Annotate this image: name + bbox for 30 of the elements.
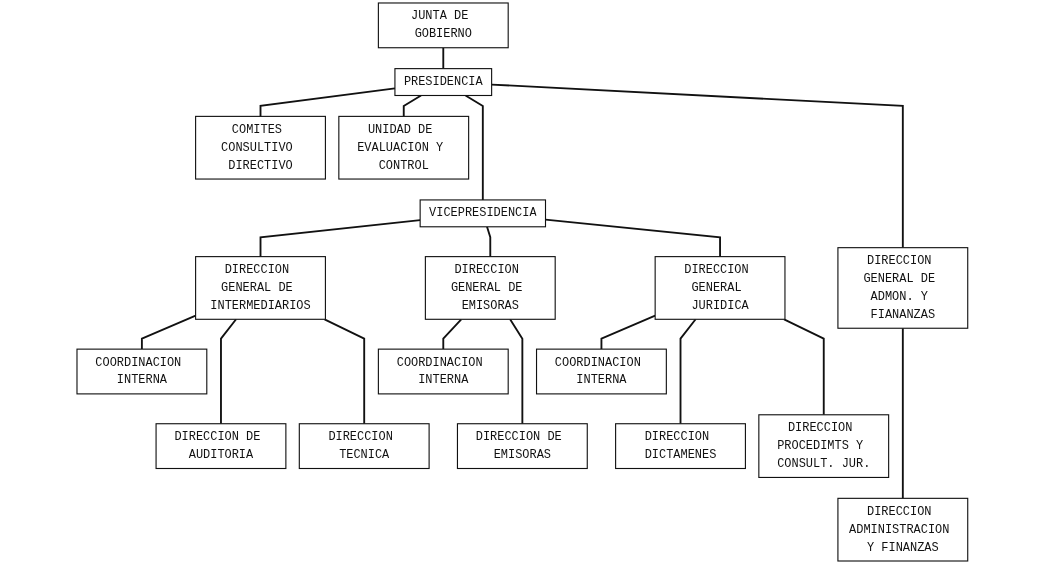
node-box: DIRECCION GENERAL DE EMISORAS	[424, 256, 556, 320]
connector	[464, 94, 484, 201]
node-box: COORDINACION INTERNA	[377, 348, 509, 395]
connector	[323, 318, 366, 425]
connector	[783, 318, 825, 416]
node-box: PRESIDENCIA	[394, 68, 493, 97]
connector	[509, 318, 524, 425]
connector	[402, 94, 423, 118]
node-box: COMITES CONSULTIVO DIRECTIVO	[195, 115, 327, 180]
connector	[486, 225, 492, 258]
connector	[679, 318, 697, 425]
connector	[902, 327, 904, 500]
node-box: DIRECCION DE EMISORAS	[457, 423, 588, 470]
node-box: UNIDAD DE EVALUACION Y CONTROL	[338, 115, 470, 180]
node-box: DIRECCION GENERAL DE INTERMEDIARIOS	[195, 256, 327, 320]
connector	[442, 46, 445, 70]
node-box: DIRECCION GENERAL JURIDICA	[654, 256, 786, 320]
node-box: COORDINACION INTERNA	[76, 348, 208, 395]
connector	[259, 87, 396, 118]
node-box: JUNTA DE GOBIERNO	[377, 2, 509, 49]
connector	[220, 318, 238, 425]
node-box: DIRECCION PROCEDIMTS Y CONSULT. JUR.	[758, 414, 890, 478]
node-box: DIRECCION DE AUDITORIA	[155, 423, 287, 470]
node-box: DIRECCION GENERAL DE ADMON. Y FIANANZAS	[837, 247, 969, 329]
node-box: COORDINACION INTERNA	[536, 348, 668, 395]
node-box: DIRECCION ADMINISTRACION Y FINANZAS	[837, 497, 969, 562]
node-box: DIRECCION TECNICA	[298, 423, 430, 470]
connector	[442, 318, 463, 351]
node-box: VICEPRESIDENCIA	[419, 199, 547, 228]
node-box: DIRECCION DICTAMENES	[615, 423, 747, 470]
